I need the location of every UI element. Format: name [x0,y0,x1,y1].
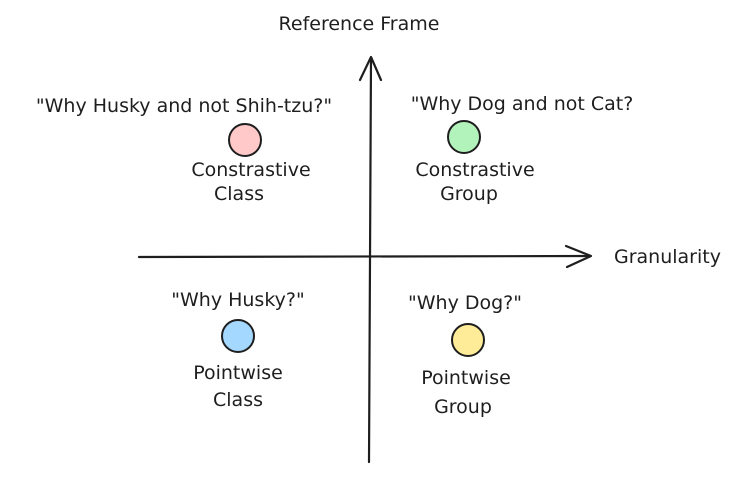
category-dot [228,123,262,157]
quadrant-pointwise-group: "Why Dog?" Pointwise Group [408,292,522,418]
question-label: "Why Husky and not Shih-tzu?" [36,95,332,117]
category-name-line2: Class [213,389,263,411]
category-name-line1: Pointwise [421,367,511,389]
question-label: "Why Husky?" [171,289,304,311]
x-axis-line [137,254,592,259]
question-label: "Why Dog and not Cat? [411,93,634,115]
category-dot [221,319,255,353]
x-axis-arrowhead [564,244,593,269]
y-axis-label: Reference Frame [279,13,440,35]
y-axis-line [367,56,373,464]
quadrant-pointwise-class: "Why Husky?" Pointwise Class [171,289,304,411]
category-name-line1: Pointwise [193,362,283,384]
category-name-line2: Group [440,183,498,205]
category-name-line2: Group [434,396,492,418]
y-axis-arrowhead [358,55,383,82]
category-dot [447,120,481,154]
quadrant-constrastive-group: "Why Dog and not Cat? Constrastive Group [411,93,634,205]
question-label: "Why Dog?" [408,292,522,314]
quadrant-constrastive-class: "Why Husky and not Shih-tzu?" Constrasti… [36,95,332,205]
category-name-line1: Constrastive [191,159,310,181]
category-name-line2: Class [214,183,264,205]
category-name-line1: Constrastive [415,159,534,181]
x-axis-label: Granularity [614,246,721,268]
category-dot [451,323,485,357]
